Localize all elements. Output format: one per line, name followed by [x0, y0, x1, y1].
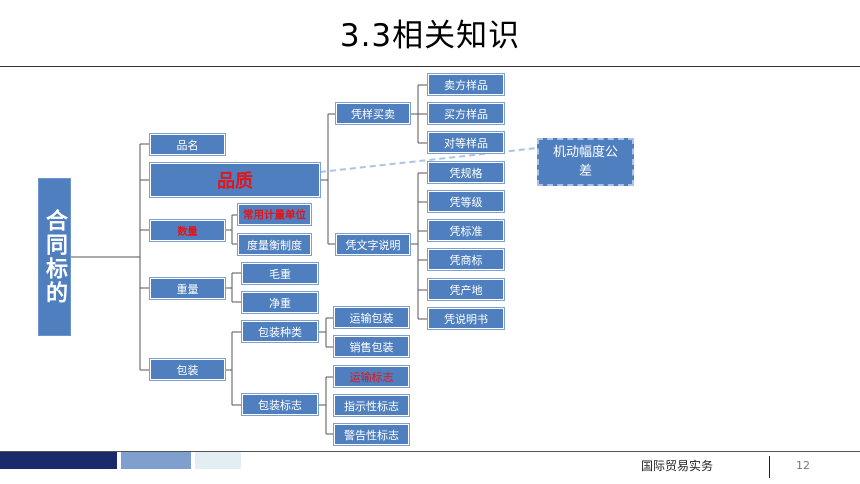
node-by-origin: 凭产地	[428, 279, 504, 300]
node-measurement-system: 度量衡制度	[238, 234, 311, 255]
footer-separator	[769, 456, 770, 478]
node-by-brand: 凭商标	[428, 249, 504, 270]
node-sale-by-sample: 凭样买卖	[336, 103, 410, 124]
page-number: 12	[796, 459, 810, 472]
root-node-contract-subject: 合同标的	[38, 178, 71, 336]
node-shipping-mark: 运输标志	[334, 366, 409, 387]
node-sale-by-description: 凭文字说明	[336, 234, 410, 255]
node-packing-type: 包装种类	[242, 321, 318, 342]
callout-text: 机动幅度公差	[552, 145, 618, 179]
footer-bar-light	[195, 452, 241, 469]
footer-course-name: 国际贸易实务	[641, 459, 714, 473]
node-quantity: 数量	[150, 220, 225, 241]
node-by-manual: 凭说明书	[428, 308, 504, 329]
node-packing-mark: 包装标志	[242, 394, 318, 415]
node-by-specification: 凭规格	[428, 162, 504, 183]
node-sales-packing: 销售包装	[334, 336, 409, 357]
title-divider	[0, 66, 860, 67]
node-weight: 重量	[150, 278, 225, 299]
node-common-units: 常用计量单位	[238, 204, 311, 225]
node-gross-weight: 毛重	[242, 263, 318, 284]
node-transport-packing: 运输包装	[334, 307, 409, 328]
node-by-standard: 凭标准	[428, 220, 504, 241]
footer-bar-dark	[0, 452, 117, 469]
node-counter-sample: 对等样品	[428, 132, 504, 153]
node-warning-mark: 警告性标志	[334, 424, 409, 445]
footer-bar-mid	[121, 452, 191, 469]
footer-divider	[0, 451, 860, 452]
node-net-weight: 净重	[242, 292, 318, 313]
node-seller-sample: 卖方样品	[428, 74, 504, 95]
callout-tolerance: 机动幅度公差	[537, 138, 634, 186]
node-indicative-mark: 指示性标志	[334, 395, 409, 416]
page-title: 3.3相关知识	[339, 18, 521, 54]
node-product-name: 品名	[150, 134, 225, 155]
node-packing: 包装	[150, 359, 225, 380]
node-by-grade: 凭等级	[428, 191, 504, 212]
node-quality: 品质	[150, 163, 320, 197]
node-buyer-sample: 买方样品	[428, 103, 504, 124]
